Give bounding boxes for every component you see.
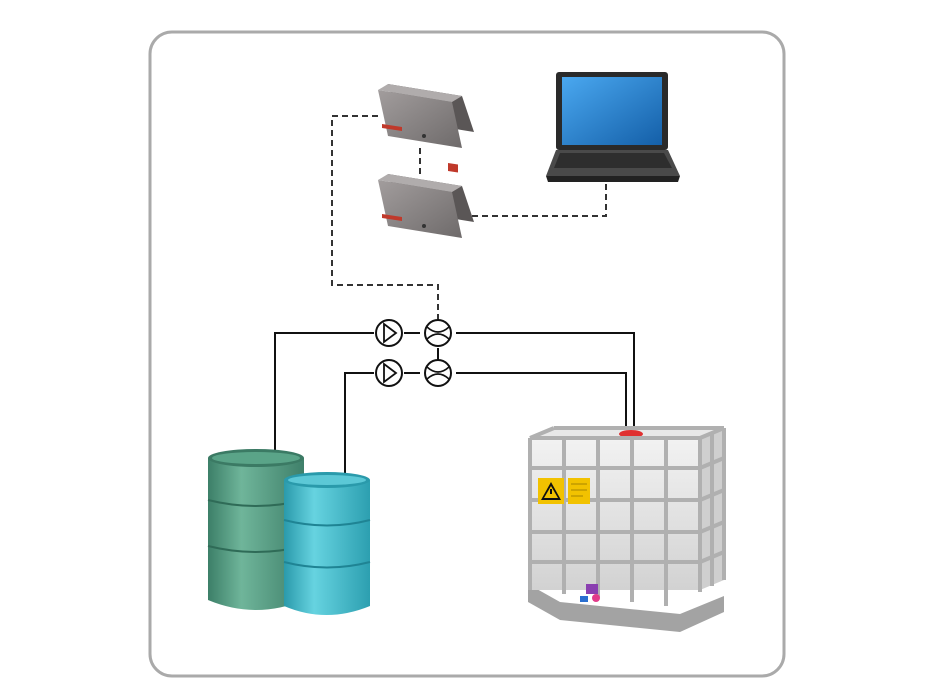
controller-box-icon bbox=[378, 84, 474, 173]
ibc-tank-icon bbox=[528, 426, 726, 632]
hazard-label bbox=[568, 478, 590, 504]
pump-2 bbox=[375, 359, 403, 387]
drum-icon bbox=[207, 449, 305, 610]
signal-lines bbox=[331, 115, 607, 322]
controller-top bbox=[378, 84, 474, 173]
drum-icon bbox=[283, 472, 371, 615]
outlet-valve-icon bbox=[580, 584, 600, 602]
pipe-cyan-drum bbox=[344, 372, 627, 476]
flowmeter-1 bbox=[424, 319, 452, 347]
flowmeter-symbol-icon bbox=[424, 359, 452, 387]
laptop-icon bbox=[546, 72, 680, 182]
signal-line-controller-to-laptop bbox=[462, 180, 607, 217]
controller-bottom bbox=[378, 174, 474, 238]
flowmeter-symbol-icon bbox=[424, 319, 452, 347]
pipe-green-drum bbox=[274, 332, 635, 455]
flowmeter-2 bbox=[424, 359, 452, 387]
pump-1 bbox=[375, 319, 403, 347]
laptop bbox=[546, 72, 680, 182]
pipes bbox=[274, 332, 635, 476]
drum-cyan bbox=[283, 472, 371, 615]
pump-symbol-icon bbox=[375, 359, 403, 387]
signal-line-controller-to-flowmeter bbox=[331, 115, 439, 322]
drum-green bbox=[207, 449, 305, 610]
ibc-tank bbox=[528, 426, 726, 632]
warning-icon bbox=[538, 478, 564, 504]
controller-box-icon bbox=[378, 174, 474, 238]
pump-symbol-icon bbox=[375, 319, 403, 347]
